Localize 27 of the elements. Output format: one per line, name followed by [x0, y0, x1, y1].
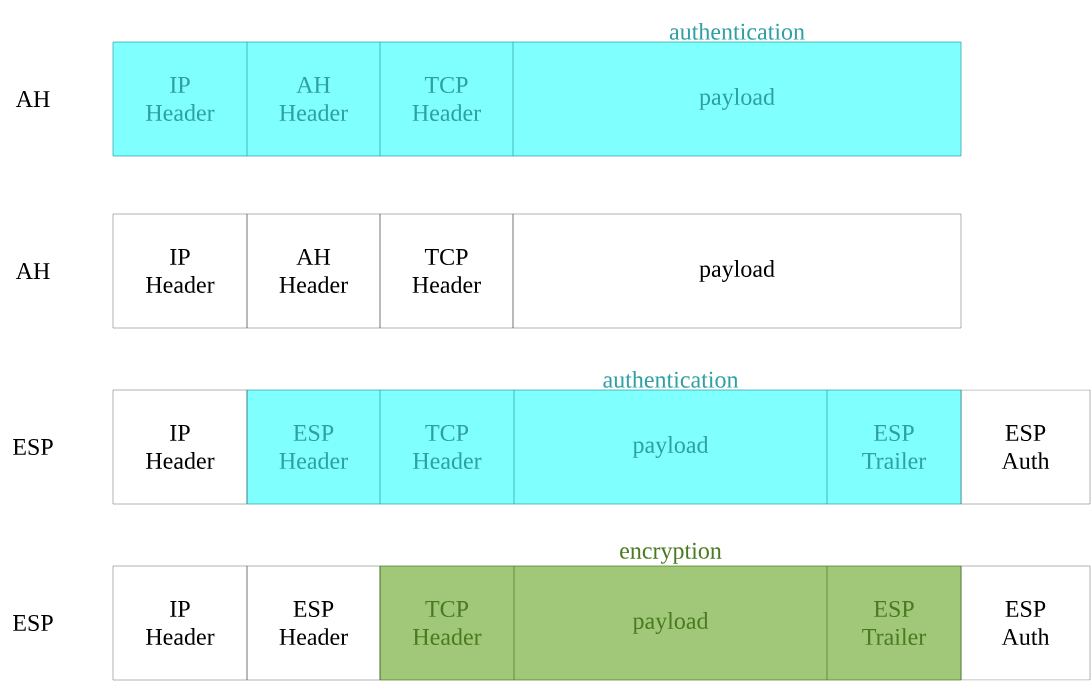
header-cell: payload — [512, 41, 962, 157]
header-cell: ESP Trailer — [826, 389, 962, 505]
header-cell: TCP Header — [379, 389, 515, 505]
row-label: AH — [15, 263, 50, 279]
header-cell: payload — [513, 565, 828, 681]
row-label: ESP — [13, 438, 53, 456]
header-cell: ESP Header — [246, 565, 381, 681]
node-label: authentication — [669, 22, 805, 40]
node-label: encryption — [620, 542, 722, 564]
row-label: AH — [15, 91, 50, 107]
header-cell: payload — [513, 389, 828, 505]
header-cell: ESP Header — [246, 389, 381, 505]
row-label: ESP — [13, 614, 53, 632]
node-label: authentication — [603, 370, 739, 388]
header-cell: AH Header — [246, 213, 381, 329]
header-cell: IP Header — [112, 389, 248, 505]
header-cell: IP Header — [112, 213, 248, 329]
header-cell: AH Header — [246, 41, 381, 157]
header-cell: ESP Auth — [960, 389, 1091, 505]
header-cell: ESP Auth — [960, 565, 1091, 681]
header-cell: TCP Header — [379, 565, 515, 681]
header-cell: ESP Trailer — [826, 565, 962, 681]
header-cell: TCP Header — [379, 213, 514, 329]
header-cell: TCP Header — [379, 41, 514, 157]
header-cell: IP Header — [112, 41, 248, 157]
header-cell: payload — [512, 213, 962, 329]
header-cell: IP Header — [112, 565, 248, 681]
